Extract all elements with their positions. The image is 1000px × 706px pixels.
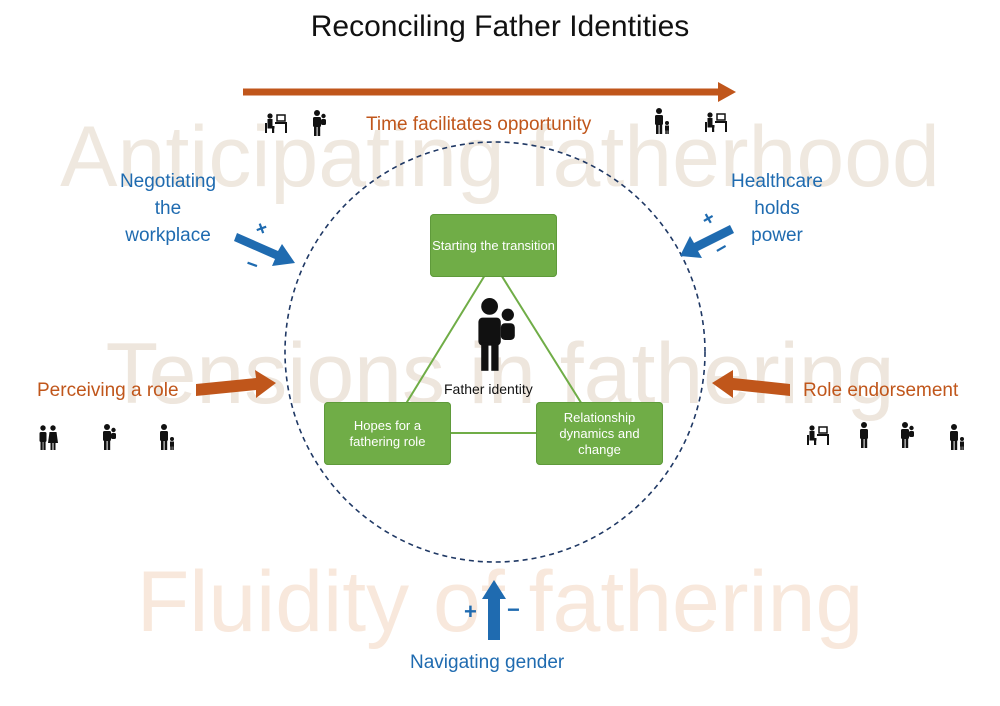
desk-worker-icon	[264, 112, 288, 134]
node-starting-transition: Starting the transition	[430, 214, 557, 277]
desk-worker-icon	[704, 111, 728, 133]
workplace-arrow	[234, 233, 295, 266]
node-relationship-dynamics: Relationship dynamics and change	[536, 402, 663, 465]
father-with-child-icon	[950, 424, 964, 450]
perceiving-arrow	[196, 370, 276, 398]
gender-minus-sign: −	[507, 597, 520, 622]
endorsement-arrow	[712, 370, 790, 398]
node-hopes-fathering-role: Hopes for a fathering role	[324, 402, 451, 465]
father-holding-child-icon	[103, 424, 116, 450]
time-label: Time facilitates opportunity	[366, 114, 592, 135]
healthcare-arrow	[680, 225, 734, 258]
workplace-label: Negotiating the workplace	[108, 168, 228, 249]
couple-icon	[39, 425, 58, 450]
father-holding-child-icon	[901, 422, 914, 448]
workplace-label-line-3: workplace	[125, 225, 211, 246]
workplace-label-line-1: Negotiating	[119, 171, 217, 192]
healthcare-label-line-2: holds	[754, 198, 800, 219]
father-with-child-icon	[655, 108, 669, 134]
gender-label: Navigating gender	[410, 652, 565, 673]
father-icon	[860, 422, 868, 448]
theme-anticipating-fatherhood: Anticipating fatherhood	[60, 109, 940, 205]
page-title: Reconciling Father Identities	[310, 10, 690, 43]
desk-worker-icon	[806, 424, 830, 446]
healthcare-label: Healthcare holds power	[720, 168, 834, 249]
identity-circle	[284, 141, 706, 563]
healthcare-label-line-3: power	[751, 225, 803, 246]
time-arrow-head	[718, 82, 736, 102]
healthcare-label-line-1: Healthcare	[731, 171, 823, 192]
workplace-label-line-2: the	[154, 198, 182, 219]
father-with-child-icon	[160, 424, 174, 450]
gender-arrow	[482, 580, 506, 640]
perceiving-label: Perceiving a role	[37, 380, 179, 401]
father-identity-label: Father identity	[444, 381, 533, 397]
gender-plus-sign: +	[464, 599, 477, 624]
father-holding-child-icon	[478, 298, 515, 371]
node-triangle	[386, 260, 602, 434]
endorsement-label: Role endorsement	[803, 380, 959, 401]
father-holding-child-icon	[313, 110, 326, 136]
